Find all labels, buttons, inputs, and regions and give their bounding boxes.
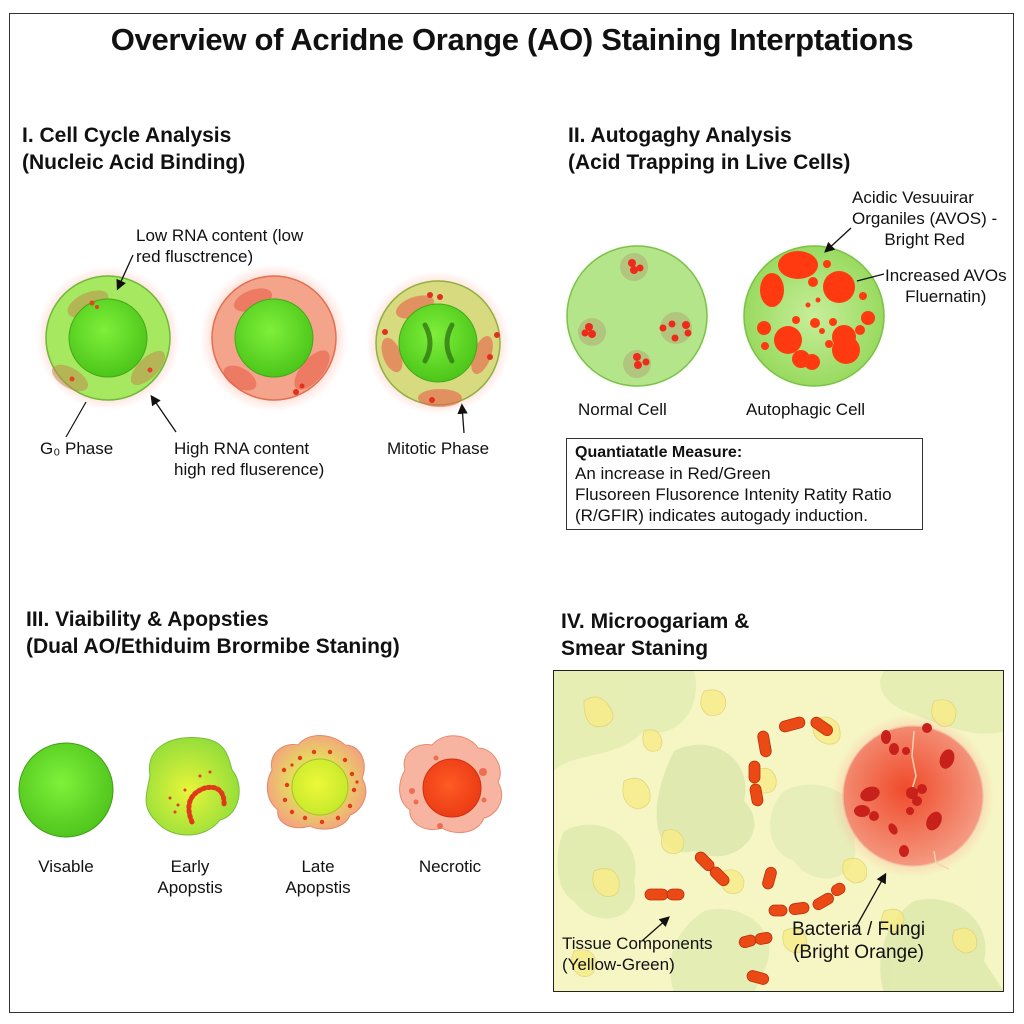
annotation-high-rna-line2: high red fluserence) — [174, 460, 325, 479]
label-early-apoptosis: Early Apopstis — [140, 856, 240, 898]
section-4-heading-line2: Smear Staning — [561, 637, 709, 660]
label-viable-line1: Visable — [38, 857, 94, 876]
label-normal-cell: Normal Cell — [578, 400, 667, 419]
arrow-high-rna — [150, 394, 177, 433]
annotation-tissue-line1: Tissue Components — [562, 934, 713, 953]
annotation-low-rna: Low RNA content (low red flusctrence) — [136, 225, 303, 267]
cell-late-apoptosis — [266, 735, 367, 830]
leader-increased-avos — [856, 273, 885, 282]
cell-viable — [18, 742, 114, 838]
label-early-apoptosis-line2: Apopstis — [157, 878, 223, 897]
section-3-heading-line1: III. Viaibility & Apopsties — [26, 608, 269, 631]
page-title: Overview of Acridne Orange (AO) Staining… — [110, 22, 914, 57]
section-2-heading-line1: II. Autogaghy Analysis — [568, 124, 792, 147]
annotation-bacteria-line2: (Bright Orange) — [793, 942, 925, 963]
annotation-avos-line2: Organiles (AVOS) - — [852, 209, 998, 228]
section-4-heading-line1: IV. Microogariam & — [561, 610, 750, 633]
section-1-heading-line1: I. Cell Cycle Analysis — [22, 124, 232, 147]
section-1-heading-line2: (Nucleic Acid Binding) — [22, 151, 246, 174]
leader-g0-phase — [65, 401, 87, 438]
section-2-heading: II. Autogaghy Analysis (Acid Trapping in… — [568, 122, 850, 176]
bacteria-rods — [644, 716, 846, 985]
annotation-low-rna-line2: red flusctrence) — [136, 247, 254, 266]
measure-line2: Flusoreen Flusorence Intenity Ratity Rat… — [575, 485, 892, 504]
cell-early-apoptosis — [145, 736, 240, 836]
cell-mitotic-phase — [366, 271, 510, 415]
section-3-heading-line2: (Dual AO/Ethiduim Brormibe Staning) — [26, 635, 400, 658]
label-late-apoptosis: Late Apopstis — [268, 856, 368, 898]
arrow-avos — [824, 227, 852, 253]
label-viable: Visable — [16, 856, 116, 877]
label-autophagic-cell: Autophagic Cell — [746, 400, 866, 419]
cell-g0-phase — [36, 266, 180, 410]
annotation-avos-line1: Acidic Vesuuirar — [852, 188, 974, 207]
label-late-apoptosis-line2: Apopstis — [285, 878, 351, 897]
annotation-tissue: Tissue Components (Yellow-Green) — [562, 933, 713, 975]
annotation-avos: Acidic Vesuuirar Organiles (AVOS) - Brig… — [852, 187, 997, 250]
section-1-heading: I. Cell Cycle Analysis (Nucleic Acid Bin… — [22, 122, 245, 176]
annotation-avos-line3: Bright Red — [884, 230, 965, 249]
annotation-bacteria: Bacteria / Fungi (Bright Orange) — [792, 918, 925, 964]
arrow-low-rna — [116, 254, 134, 291]
arrow-mitotic — [457, 403, 468, 434]
section-3-heading: III. Viaibility & Apopsties (Dual AO/Eth… — [26, 606, 400, 660]
cell-high-rna — [200, 264, 348, 412]
label-necrotic: Necrotic — [400, 856, 500, 877]
annotation-tissue-line2: (Yellow-Green) — [562, 955, 675, 974]
quantitative-measure-box: Quantiatatle Measure: An increase in Red… — [566, 438, 923, 530]
arrow-bacteria — [855, 872, 887, 928]
annotation-high-rna: High RNA content high red fluserence) — [174, 438, 324, 480]
label-late-apoptosis-line1: Late — [301, 857, 335, 876]
label-early-apoptosis-line1: Early — [170, 857, 210, 876]
annotation-bacteria-line1: Bacteria / Fungi — [792, 919, 926, 940]
fungal-cell — [831, 714, 995, 878]
annotation-high-rna-line1: High RNA content — [174, 439, 310, 458]
smear-panel: Tissue Components (Yellow-Green) Bacteri… — [553, 670, 1004, 992]
annotation-increased-avos-line2: Fluernatin) — [905, 287, 987, 306]
annotation-increased-avos: Increased AVOs Fluernatin) — [885, 265, 1007, 307]
annotation-increased-avos-line1: Increased AVOs — [885, 266, 1007, 285]
label-mitotic-phase: Mitotic Phase — [387, 439, 490, 458]
label-necrotic-line1: Necrotic — [418, 857, 482, 876]
cell-necrotic — [399, 735, 503, 834]
measure-line1: An increase in Red/Green — [575, 464, 771, 483]
arrow-tissue — [641, 916, 670, 942]
measure-line3: (R/GFIR) indicates autogady induction. — [575, 506, 868, 525]
smear-artwork — [554, 671, 1003, 991]
cell-autophagic — [740, 242, 888, 390]
measure-heading: Quantiatatle Measure: — [575, 444, 743, 461]
annotation-low-rna-line1: Low RNA content (low — [136, 226, 304, 245]
label-g0-phase: G₀ Phase — [40, 439, 114, 458]
section-2-heading-line2: (Acid Trapping in Live Cells) — [568, 151, 851, 174]
section-4-heading: IV. Microogariam & Smear Staning — [561, 608, 749, 662]
cell-normal — [563, 242, 711, 390]
